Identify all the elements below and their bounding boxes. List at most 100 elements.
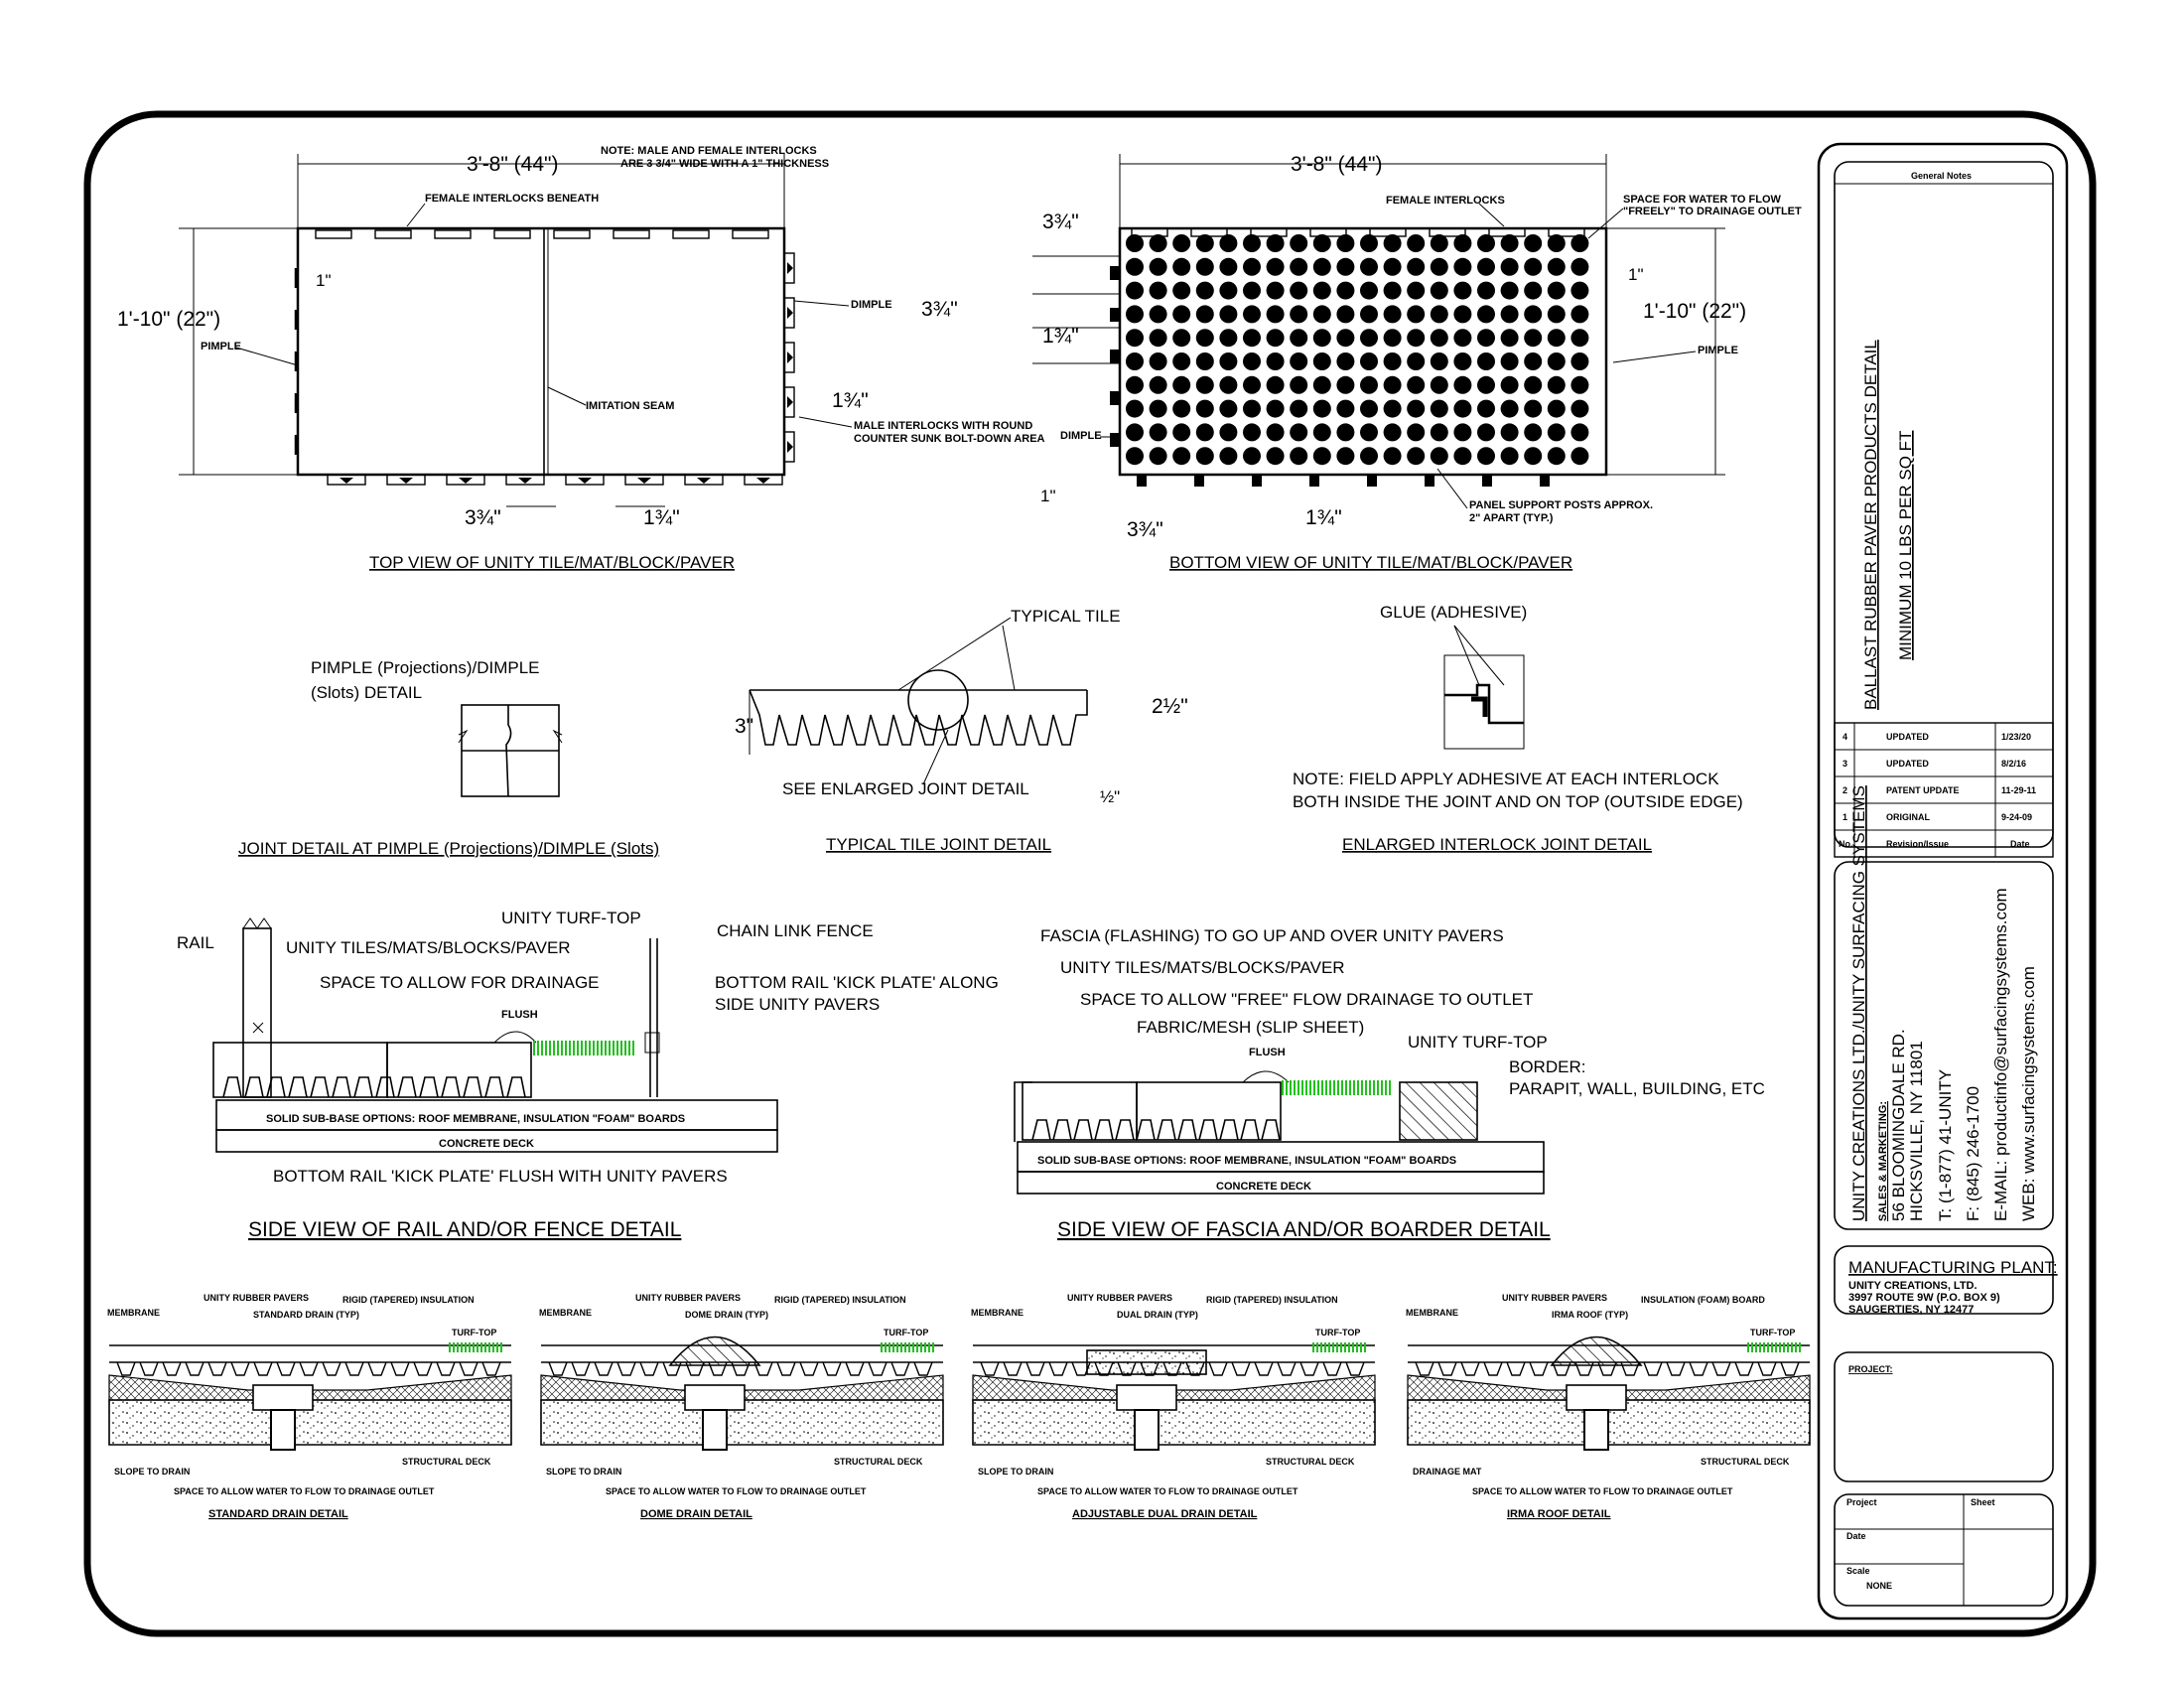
bolt-down-mark	[518, 478, 532, 484]
support-post	[1126, 352, 1144, 370]
support-post	[1477, 257, 1495, 276]
membrane-label: MEMBRANE	[1406, 1308, 1458, 1318]
support-post	[1547, 375, 1566, 394]
plant1: UNITY CREATIONS, LTD.	[1848, 1280, 1978, 1292]
general-notes-label: General Notes	[1911, 171, 1972, 181]
fascia-tiles-label: UNITY TILES/MATS/BLOCKS/PAVER	[1060, 958, 1345, 977]
female-interlock	[1131, 227, 1168, 237]
support-post	[1500, 305, 1519, 324]
rail-deck: CONCRETE DECK	[439, 1138, 534, 1150]
insulation	[972, 1374, 1376, 1401]
support-post	[1266, 329, 1285, 348]
top-width-dim: 3'-8" (44")	[467, 153, 558, 176]
fascia-deck: CONCRETE DECK	[1216, 1181, 1311, 1193]
web-link[interactable]: WEB: www.surfacingsystems.com	[2019, 966, 2038, 1221]
drain-type-label: STANDARD DRAIN (TYP)	[253, 1310, 359, 1320]
support-post	[1430, 281, 1448, 300]
typical-tile-detail: TYPICAL TILE SEE ENLARGED JOINT DETAIL 3…	[735, 607, 1188, 854]
fascia-border-detail: FASCIA (FLASHING) TO GO UP AND OVER UNIT…	[1014, 926, 1765, 1241]
support-post	[1126, 234, 1144, 252]
support-post	[1266, 447, 1285, 466]
space-label: SPACE TO ALLOW WATER TO FLOW TO DRAINAGE…	[1037, 1486, 1298, 1496]
support-post	[1407, 305, 1426, 324]
support-post	[1195, 399, 1214, 418]
bolt-down-mark	[756, 478, 770, 484]
support-post	[1360, 329, 1378, 348]
rail-turf-label: UNITY TURF-TOP	[501, 909, 641, 927]
support-post	[1219, 399, 1238, 418]
turf-label: TURF-TOP	[452, 1328, 496, 1337]
support-post	[1312, 234, 1331, 252]
kick-plate-label: BOTTOM RAIL 'KICK PLATE' ALONG	[715, 973, 999, 992]
bottom-posts-label-2: 2" APART (TYP.)	[1469, 512, 1554, 524]
support-post	[1383, 447, 1402, 466]
support-post	[1524, 399, 1543, 418]
support-post	[1336, 447, 1355, 466]
support-post	[1383, 352, 1402, 370]
rev-header-issue: Revision/Issue	[1886, 839, 1949, 849]
support-post	[1453, 399, 1472, 418]
bolt-down-mark	[787, 441, 793, 453]
rev-no: 1	[1843, 812, 1847, 822]
male-interlock	[783, 297, 795, 329]
female-interlock	[1369, 227, 1407, 237]
border-label: BORDER:	[1509, 1057, 1585, 1076]
support-post	[1266, 399, 1285, 418]
support-post	[1524, 329, 1543, 348]
tile-212in: 2½"	[1152, 695, 1188, 718]
support-post	[1126, 375, 1144, 394]
support-post	[1430, 399, 1448, 418]
drain-pipe	[1134, 1409, 1160, 1451]
pavers-label: UNITY RUBBER PAVERS	[1502, 1293, 1607, 1303]
support-post	[1172, 305, 1191, 324]
bottom-334-lower: 3¾"	[1127, 518, 1163, 541]
rail-fence-detail: RAIL UNITY TILES/MATS/BLOCKS/PAVER SPACE…	[177, 909, 999, 1241]
sheet-border	[83, 110, 2097, 1637]
dimple-slot	[1110, 433, 1120, 447]
male-post	[1482, 475, 1492, 487]
support-post	[1430, 352, 1448, 370]
dome-strainer	[668, 1336, 761, 1366]
insulation-label: RIGID (TAPERED) INSULATION	[774, 1295, 906, 1305]
support-post	[1149, 375, 1167, 394]
support-post	[1336, 375, 1355, 394]
support-post	[1243, 329, 1261, 348]
male-interlock	[386, 474, 426, 486]
male-interlock	[783, 431, 795, 463]
support-post	[1477, 329, 1495, 348]
female-interlock	[1190, 227, 1228, 237]
rev-no: 3	[1843, 759, 1847, 769]
support-post	[1336, 305, 1355, 324]
support-post	[1407, 329, 1426, 348]
drain-title: IRMA ROOF DETAIL	[1507, 1508, 1611, 1520]
joint-label: PIMPLE (Projections)/DIMPLE	[311, 658, 540, 677]
drain-bowl	[252, 1384, 314, 1411]
support-post	[1547, 281, 1566, 300]
deck-label: STRUCTURAL DECK	[834, 1457, 923, 1467]
support-post	[1126, 423, 1144, 442]
support-post	[1360, 352, 1378, 370]
space-label: SPACE TO ALLOW WATER TO FLOW TO DRAINAGE…	[1472, 1486, 1733, 1496]
fax: F: (845) 246-1700	[1964, 1086, 1982, 1221]
support-post	[1195, 305, 1214, 324]
support-post	[1500, 375, 1519, 394]
email-link[interactable]: E-MAIL: productinfo@surfacingsystems.com	[1991, 888, 2010, 1221]
support-post	[1500, 423, 1519, 442]
male-interlock	[783, 252, 795, 284]
support-post	[1290, 305, 1308, 324]
male-post	[1425, 475, 1434, 487]
support-post	[1477, 352, 1495, 370]
drain-type-label: DOME DRAIN (TYP)	[685, 1310, 768, 1320]
support-post	[1219, 352, 1238, 370]
support-post	[1312, 423, 1331, 442]
bottom-134-side: 1¾"	[1042, 325, 1079, 348]
male-post	[1194, 475, 1204, 487]
support-post	[1149, 257, 1167, 276]
support-post	[1195, 447, 1214, 466]
female-interlock	[1250, 227, 1288, 237]
bottom-1in-lower: 1"	[1040, 487, 1056, 505]
